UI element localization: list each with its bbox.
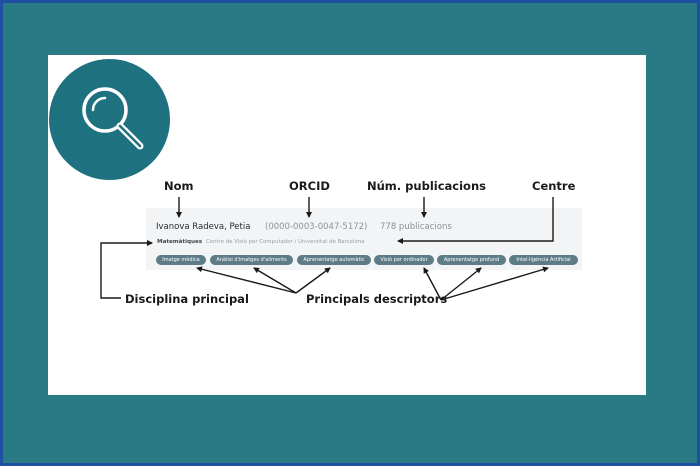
label-principals-descriptors: Principals descriptors bbox=[306, 292, 448, 306]
label-orcid: ORCID bbox=[289, 179, 330, 193]
descriptor-chip: Intel·ligència Artificial bbox=[509, 255, 578, 265]
descriptor-chip: Aprenentatge automàtic bbox=[297, 255, 371, 265]
label-centre: Centre bbox=[532, 179, 576, 193]
arrow-descriptor-5 bbox=[440, 267, 482, 301]
arrow-descriptor-6 bbox=[440, 266, 549, 301]
descriptor-chip: Anàlisi d'imatges d'aliments bbox=[210, 255, 293, 265]
descriptor-chip: Aprenentatge profund bbox=[437, 255, 506, 265]
arrow-descriptor-3 bbox=[295, 267, 331, 294]
researcher-name: Ivanova Radeva, Petia bbox=[156, 222, 251, 232]
arrow-descriptor-4 bbox=[423, 267, 442, 301]
descriptor-chip: Imatge mèdica bbox=[156, 255, 206, 265]
researcher-orcid: (0000-0003-0047-5172) bbox=[265, 222, 368, 232]
label-disciplina-principal: Disciplina principal bbox=[125, 292, 249, 306]
arrow-discipline bbox=[100, 240, 153, 299]
research-centre: Centre de Visió per Computador / Univers… bbox=[206, 239, 365, 245]
label-num-publicacions: Núm. publicacions bbox=[367, 179, 486, 193]
descriptor-chip: Visió per ordinador bbox=[374, 255, 434, 265]
arrow-centre bbox=[397, 197, 554, 244]
publication-count: 778 publicacions bbox=[380, 222, 452, 232]
main-discipline: Matemàtiques bbox=[157, 239, 203, 245]
arrow-descriptor-1 bbox=[196, 266, 297, 294]
label-nom: Nom bbox=[164, 179, 194, 193]
search-icon bbox=[82, 87, 144, 150]
arrow-descriptor-2 bbox=[253, 267, 297, 294]
search-badge bbox=[49, 59, 170, 180]
